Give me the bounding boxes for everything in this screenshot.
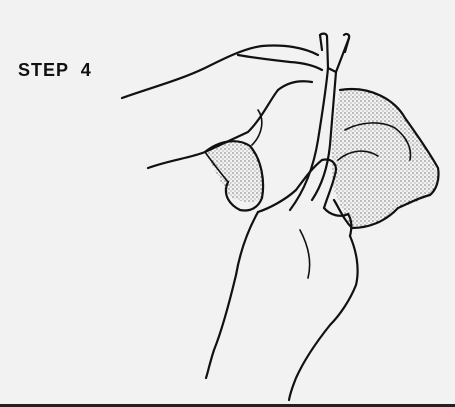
lower-finger-top: [258, 159, 336, 212]
tissue-shading-right: [331, 89, 438, 228]
palm-crease: [300, 230, 310, 278]
upper-finger-lower-edge: [238, 55, 322, 70]
upper-finger-outline: [122, 45, 318, 98]
forceps-left-jaw: [290, 34, 328, 210]
forceps-tips: [320, 35, 349, 52]
palm-left-edge: [206, 212, 258, 378]
palm-right-edge: [289, 236, 358, 400]
forceps-shaft-inner: [328, 68, 336, 72]
